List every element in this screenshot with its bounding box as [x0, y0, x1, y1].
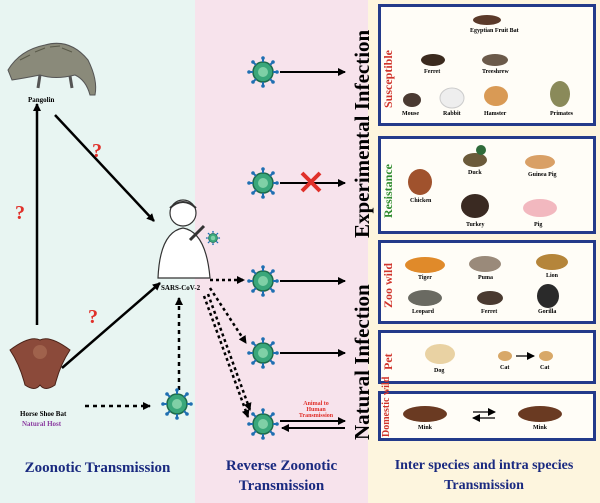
animal-name: Dog: [434, 368, 445, 374]
animal-name: Gorilla: [538, 309, 557, 315]
domestic-wild-animals: [403, 406, 562, 422]
inter-species-title-line2: Transmission: [444, 478, 524, 493]
animal-name: Egyptian Fruit Bat: [470, 28, 519, 34]
animal-name: Rabbit: [443, 111, 461, 117]
animal-name: Tiger: [418, 275, 432, 281]
animal-name: Treeshrew: [482, 69, 509, 75]
sars-cov-2-label: SARS-CoV-2: [161, 284, 201, 292]
pet-animals: [425, 344, 553, 364]
animal-name: Hamster: [484, 111, 507, 117]
animal-to-human-label: Animal to Human Transmission: [296, 401, 336, 419]
animal-name: Guinea Pig: [528, 172, 557, 178]
reverse-zoonotic-title-line2: Transmission: [238, 478, 325, 494]
animal-name: Chicken: [410, 198, 432, 204]
human-figure: [157, 199, 221, 279]
animal-name: Mink: [418, 425, 433, 431]
pangolin-figure: [7, 42, 97, 96]
animal-name: Duck: [468, 170, 482, 176]
reverse-zoonotic-title: Reverse Zoonotic Transmission: [195, 456, 368, 496]
pangolin-label: Pangolin: [28, 96, 55, 104]
zoo-wild-animals: [405, 254, 568, 308]
animal-name: Mink: [533, 425, 548, 431]
animal-name: Primates: [550, 111, 573, 117]
animal-name: Puma: [478, 275, 493, 281]
pet-box: [378, 330, 596, 384]
animal-name: Pig: [534, 222, 543, 228]
zoo-wild-box: [378, 240, 596, 324]
animal-name: Mouse: [402, 111, 419, 117]
animal-name: Ferret: [481, 309, 498, 315]
susceptible-animals: [403, 15, 570, 109]
animal-to-human-line3: Transmission: [298, 413, 334, 419]
reverse-zoonotic-title-line1: Reverse Zoonotic: [225, 458, 338, 474]
inter-species-title: Inter species and intra species Transmis…: [368, 456, 600, 496]
zoonotic-transmission-title: Zoonotic Transmission: [24, 460, 171, 476]
horseshoe-bat-label: Horse Shoe Bat: [20, 410, 67, 418]
animal-name: Cat: [540, 365, 550, 371]
inter-species-title-line1: Inter species and intra species: [394, 458, 574, 473]
animal-name: Turkey: [466, 222, 485, 228]
resistance-animals: [408, 145, 557, 218]
question-mark-icon: ?: [88, 306, 98, 328]
animal-name: Lion: [546, 273, 559, 279]
horseshoe-bat-figure: [9, 338, 71, 389]
animal-name: Ferret: [424, 69, 441, 75]
natural-host-label: Natural Host: [22, 420, 62, 428]
animal-to-human-line1: Animal to: [303, 401, 329, 407]
animal-name: Leopard: [412, 309, 435, 315]
animal-name: Cat: [500, 365, 510, 371]
question-mark-icon: ?: [15, 202, 25, 224]
blocked-cross-icon: [300, 171, 322, 193]
question-mark-icon: ?: [92, 140, 102, 162]
animal-to-human-line2: Human: [306, 407, 326, 413]
